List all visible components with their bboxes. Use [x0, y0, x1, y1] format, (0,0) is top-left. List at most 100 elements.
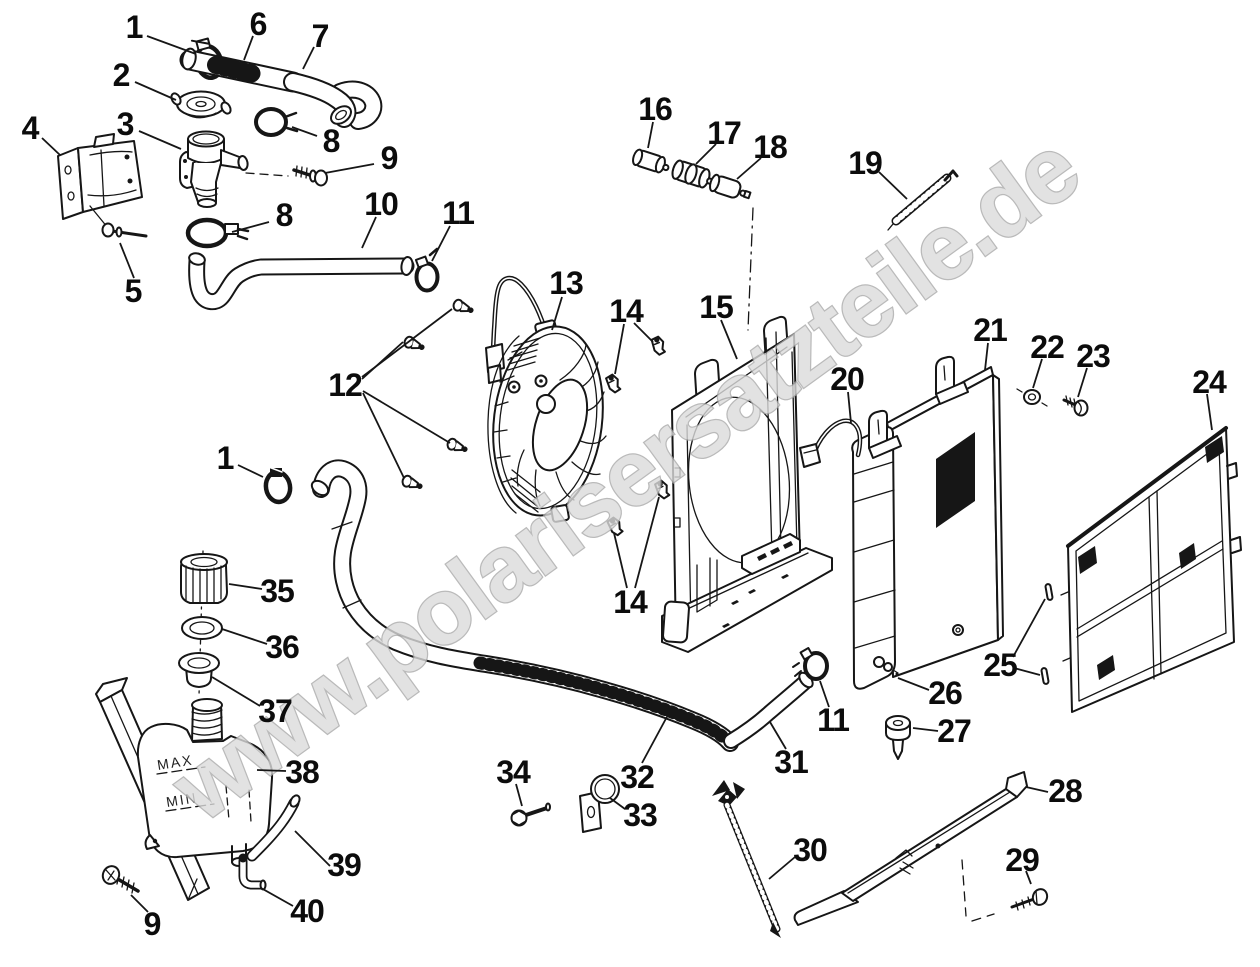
callout-label-33: 33 [623, 797, 657, 833]
callout-label-20: 20 [830, 361, 864, 397]
callout-label-40: 40 [290, 893, 324, 929]
p-clamp-drawing [579, 774, 620, 833]
radiator-drain-bolt-drawing [873, 656, 899, 676]
callout-leader-line [768, 856, 796, 880]
callout-leader-line [221, 628, 268, 645]
vent-hose-drawing [252, 794, 301, 856]
callout-label-38: 38 [285, 754, 319, 790]
hose-clamp-8-drawing [254, 107, 299, 137]
callout-label-6: 6 [250, 6, 267, 42]
callout-leader-line [431, 225, 451, 262]
callout-leader-line [294, 830, 331, 867]
callout-label-7: 7 [312, 18, 329, 54]
callout-leader-line [361, 216, 377, 249]
callout-leader-line [847, 391, 852, 424]
callout-label-8: 8 [323, 123, 340, 159]
callout-label-9: 9 [144, 906, 161, 942]
callout-label-9: 9 [381, 140, 398, 176]
callout-label-26: 26 [928, 675, 962, 711]
callout-label-25: 25 [983, 647, 1017, 683]
callout-label-18: 18 [753, 129, 787, 165]
radiator-cap-drawing [170, 90, 232, 119]
tie-strap-drawing [887, 169, 959, 231]
callout-leader-line [736, 157, 762, 180]
callout-leader-line [641, 712, 670, 764]
fitting-18-drawing [709, 173, 752, 200]
upper-hose-drawing [180, 47, 373, 127]
callout-leader-line [256, 769, 287, 772]
callout-leader-line [613, 532, 628, 589]
callout-label-35: 35 [260, 573, 294, 609]
overflow-hose-drawing [310, 468, 730, 743]
callout-leader-line [769, 721, 787, 750]
callout-label-24: 24 [1192, 364, 1227, 400]
callout-label-19: 19 [848, 145, 882, 181]
hose-clamp-11-drawing [414, 247, 440, 293]
coolant-bottle-drawing: MAX MIN [136, 698, 274, 867]
hose-clamp-11b-drawing [792, 647, 829, 681]
neck-screw-drawing [245, 165, 328, 187]
callout-leader-line [146, 35, 197, 55]
callout-label-14: 14 [613, 584, 648, 620]
cable-tie-drawing [712, 780, 781, 938]
callout-label-31: 31 [774, 744, 808, 780]
callout-leader-line [138, 130, 182, 150]
rubber-grommet-drawing [885, 715, 911, 760]
bracket-screw-drawing [1010, 888, 1049, 911]
callout-leader-line [614, 323, 625, 375]
lower-clamp-8-drawing [185, 217, 250, 249]
hose-clamp-1b-drawing [263, 465, 293, 505]
fitting-16-drawing [632, 148, 670, 174]
callout-label-34: 34 [496, 754, 531, 790]
callout-leader-line [130, 894, 149, 913]
callout-leader-line [1025, 786, 1049, 793]
callout-leader-line [211, 676, 261, 707]
callout-label-30: 30 [793, 832, 827, 868]
callout-label-8: 8 [276, 197, 293, 233]
bottle-min-marking: MIN [165, 789, 199, 810]
callout-leader-line [695, 143, 717, 165]
callout-leader-line [634, 496, 660, 589]
callout-label-28: 28 [1048, 773, 1082, 809]
callout-label-3: 3 [117, 106, 134, 142]
callout-leader-line [1077, 367, 1088, 398]
radiator-screw-drawing [1062, 395, 1089, 417]
callout-label-4: 4 [22, 110, 40, 146]
filler-neck-drawing [179, 130, 249, 208]
callout-leader-line [633, 322, 654, 343]
callout-leader-line [647, 121, 654, 149]
callout-leader-line [119, 242, 135, 279]
callout-label-2: 2 [113, 57, 130, 93]
callout-leader-line [1206, 393, 1213, 431]
callout-label-5: 5 [125, 273, 142, 309]
callout-label-36: 36 [265, 629, 299, 665]
callout-leader-line [228, 583, 263, 590]
callout-label-10: 10 [364, 186, 398, 222]
callout-label-1: 1 [126, 9, 143, 45]
support-bracket-drawing [793, 771, 1028, 926]
callout-leader-line [515, 783, 523, 807]
cooling-fan-drawing [485, 278, 607, 523]
callout-leader-line [324, 163, 375, 174]
retainer-clip [650, 334, 667, 357]
fan-shroud-drawing [661, 315, 833, 653]
callout-label-32: 32 [620, 759, 654, 795]
alignment-axis-line [747, 207, 754, 331]
callout-leader-line [291, 126, 318, 137]
callout-label-21: 21 [973, 312, 1007, 348]
callout-label-1: 1 [217, 440, 234, 476]
callout-leader-line [134, 81, 177, 101]
callout-leader-line [1025, 870, 1032, 885]
callout-leader-line [1032, 358, 1043, 389]
fan-wire-lead-drawing [799, 421, 860, 468]
callout-leader-line [720, 319, 738, 360]
callout-leader-line [897, 677, 930, 691]
bottle-screw-drawing [101, 865, 140, 894]
callout-label-13: 13 [549, 265, 583, 301]
fan-bolt [445, 436, 470, 455]
callout-leader-line [41, 137, 61, 156]
callout-leader-line [361, 341, 404, 380]
callout-label-23: 23 [1076, 338, 1110, 374]
callout-label-29: 29 [1005, 842, 1039, 878]
